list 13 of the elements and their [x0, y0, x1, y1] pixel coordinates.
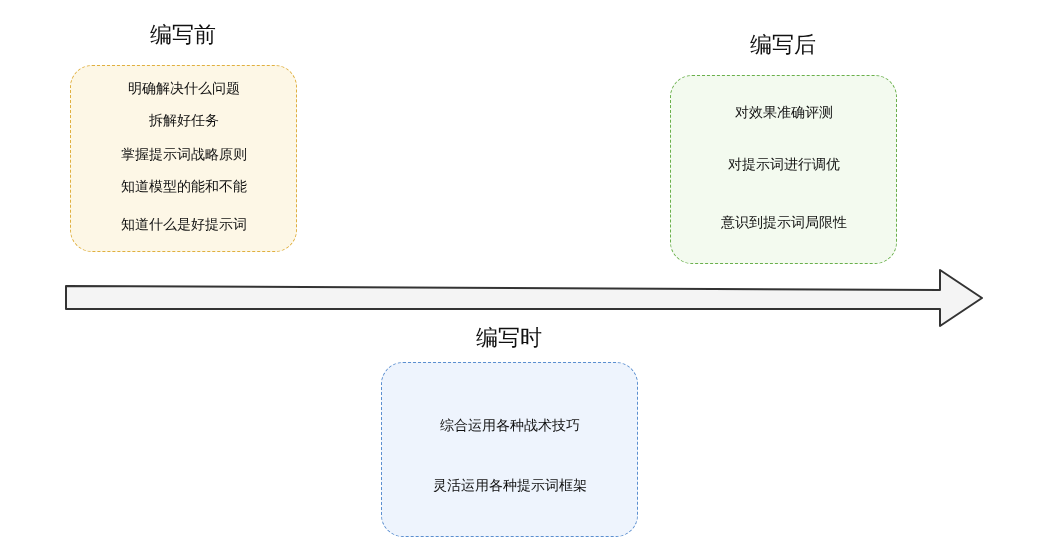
task-text: 拆解好任务	[148, 112, 219, 130]
task-text: 对效果准确评测	[734, 104, 833, 122]
task-text: 明确解决什么问题	[127, 80, 240, 98]
task-text: 知道模型的能和不能	[120, 178, 247, 196]
stage-heading: 编写后	[749, 31, 816, 59]
stage-heading: 编写时	[475, 324, 542, 352]
task-text: 意识到提示词局限性	[720, 214, 847, 232]
stage-heading: 编写前	[149, 21, 216, 49]
task-text: 掌握提示词战略原则	[120, 146, 247, 164]
task-text: 对提示词进行调优	[727, 156, 840, 174]
task-text: 综合运用各种战术技巧	[439, 417, 580, 435]
task-text: 知道什么是好提示词	[120, 216, 247, 234]
task-text: 灵活运用各种提示词框架	[432, 477, 587, 495]
